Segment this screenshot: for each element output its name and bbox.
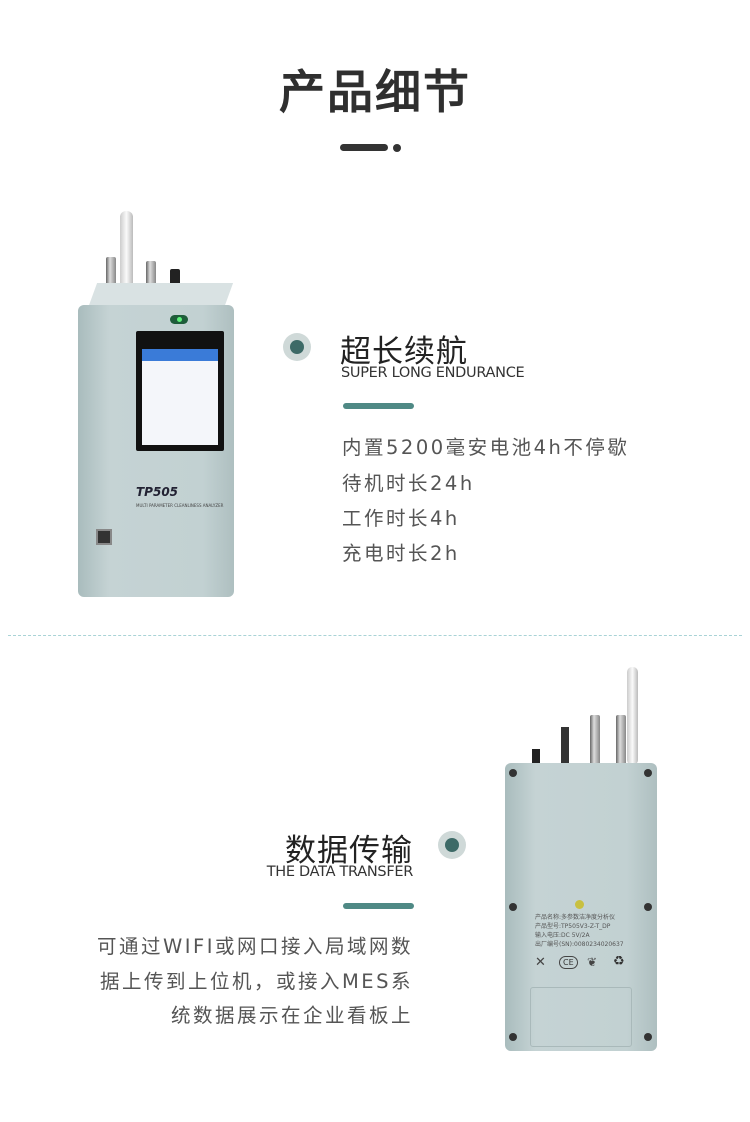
connector bbox=[146, 261, 156, 297]
connector bbox=[106, 257, 116, 307]
label-line: 出厂编号(SN):0080234020637 bbox=[535, 941, 624, 948]
feature-line: 统数据展示在企业看板上 bbox=[170, 1004, 413, 1027]
feature-line: 内置5200毫安电池4h不停歇 bbox=[342, 436, 630, 459]
device-body: TP505 MULTI PARAMETER CLEANLINESS ANALYZ… bbox=[78, 305, 234, 597]
section-title: 数据传输 bbox=[285, 833, 413, 869]
recycle-icon: ♻ bbox=[613, 954, 625, 969]
label-line: 产品型号:TP505V3-Z-T_DP bbox=[535, 923, 611, 930]
connector bbox=[616, 715, 626, 765]
title-decoration-dot bbox=[393, 144, 401, 152]
led-indicator bbox=[170, 315, 188, 324]
title-decoration-dash bbox=[340, 144, 388, 151]
status-led bbox=[575, 900, 584, 909]
section-title: 超长续航 bbox=[340, 334, 468, 370]
feature-line: 充电时长2h bbox=[342, 542, 460, 565]
label-line: 产品名称:多参数洁净度分析仪 bbox=[535, 914, 616, 921]
feature-line: 据上传到上位机，或接入MES系 bbox=[99, 970, 413, 993]
accent-bar bbox=[343, 903, 414, 909]
eco-icon: ❦ bbox=[587, 955, 598, 969]
knob bbox=[170, 269, 180, 287]
accent-bar bbox=[343, 403, 414, 409]
model-label: TP505 bbox=[136, 485, 179, 499]
feature-line: 待机时长24h bbox=[342, 472, 475, 495]
touch-screen bbox=[136, 331, 224, 451]
weee-icon: ✕ bbox=[535, 955, 546, 970]
feature-line: 工作时长4h bbox=[342, 507, 460, 530]
battery-cover bbox=[530, 987, 632, 1047]
knob bbox=[532, 749, 540, 763]
section-subtitle: THE DATA TRANSFER bbox=[266, 864, 414, 880]
feature-line: 可通过WIFI或网口接入局域网数 bbox=[97, 935, 413, 958]
connector bbox=[590, 715, 600, 765]
ce-mark: CE bbox=[559, 956, 578, 969]
section-subtitle: SUPER LONG ENDURANCE bbox=[341, 365, 525, 381]
device-back-image: 产品名称:多参数洁净度分析仪 产品型号:TP505V3-Z-T_DP 输入电压:… bbox=[500, 665, 665, 1055]
page-title: 产品细节 bbox=[279, 65, 471, 119]
bullet-icon bbox=[438, 831, 466, 859]
device-back-body: 产品名称:多参数洁净度分析仪 产品型号:TP505V3-Z-T_DP 输入电压:… bbox=[505, 763, 657, 1051]
antenna bbox=[627, 667, 638, 765]
label-line: 输入电压:DC 5V/2A bbox=[535, 932, 590, 939]
tagline-label: MULTI PARAMETER CLEANLINESS ANALYZER bbox=[136, 503, 224, 508]
section-divider bbox=[8, 635, 742, 636]
product-label: 产品名称:多参数洁净度分析仪 产品型号:TP505V3-Z-T_DP 输入电压:… bbox=[535, 913, 624, 949]
device-front-image: TP505 MULTI PARAMETER CLEANLINESS ANALYZ… bbox=[70, 205, 240, 605]
connector bbox=[561, 727, 569, 763]
bullet-icon bbox=[283, 333, 311, 361]
ethernet-port bbox=[96, 529, 112, 545]
